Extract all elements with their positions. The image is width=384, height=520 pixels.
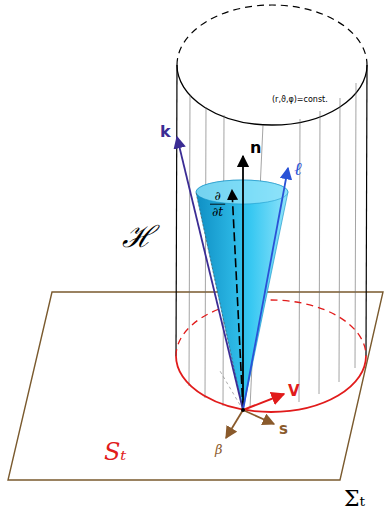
cylinder-side [366,65,367,356]
coordinate-note: (r,ϑ,φ)=const. [272,96,328,104]
vector-label: ∂ ∂t [208,188,227,220]
horizon-label: ℋ [122,222,154,252]
vector-label: V [288,384,300,399]
vector-label: β [215,443,223,456]
vector-label: k [160,124,171,140]
velocity-vector [243,394,284,410]
radial-vector [243,410,274,424]
shift-vector [226,410,243,438]
vector-label: s [279,422,288,437]
outgoing-null-vector [243,168,288,410]
vector-label: n [250,140,261,156]
ingoing-null-vector [177,137,243,410]
cylinder-top-back [177,5,367,65]
hypersurface-label: Σₜ [344,488,365,510]
hypersurface-plane [8,292,383,480]
fraction-bar [210,204,225,205]
base-point [241,408,245,412]
sphere-front [176,356,366,412]
cylinder-side [176,65,177,356]
sphere-back [176,300,366,356]
time-vector [232,190,243,410]
vector-label: ℓ [294,160,302,178]
cylinder-top-front [177,65,367,125]
tangent-line [220,371,243,410]
normal-vector [242,156,244,410]
light-cone [196,180,288,410]
sphere-label: Sₜ [104,440,126,464]
light-cone-top [196,180,288,204]
